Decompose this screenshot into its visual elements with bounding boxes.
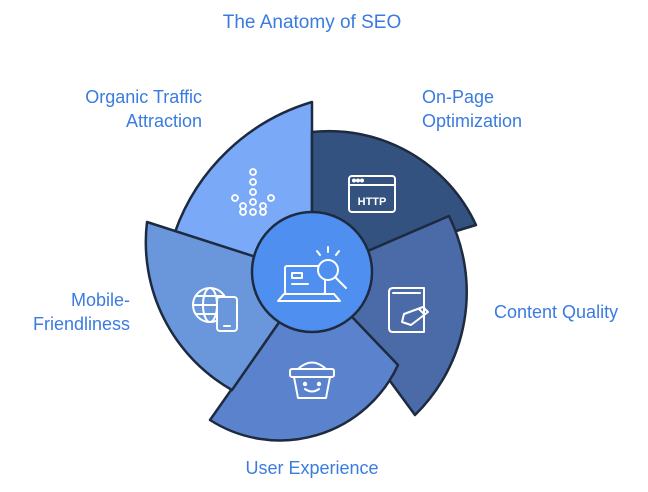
label-onpage-line2: Optimization (422, 111, 523, 131)
laptop-search-icon (277, 246, 347, 302)
browser-http-text: HTTP (358, 196, 387, 208)
diagram-title: The Anatomy of SEO (222, 12, 402, 33)
label-mobile-line1: Mobile- (70, 290, 130, 310)
label-mobile-friendliness: Mobile- Friendliness (30, 288, 130, 336)
globe-phone-icon (192, 287, 238, 332)
smiling-basket-icon (289, 361, 335, 399)
label-organic-traffic: Organic Traffic Attraction (40, 85, 202, 133)
label-onpage-line1: On-Page (422, 87, 495, 107)
label-organic-line2: Attraction (125, 111, 202, 131)
label-on-page: On-Page Optimization (422, 85, 592, 133)
label-user-experience: User Experience (200, 456, 424, 480)
center-hub (250, 210, 374, 334)
browser-window-icon (348, 175, 396, 213)
arrow-down-icon (231, 168, 275, 216)
label-content-quality: Content Quality (494, 300, 644, 324)
label-ux-line1: User Experience (245, 458, 379, 478)
label-mobile-line2: Friendliness (32, 314, 130, 334)
label-organic-line1: Organic Traffic (85, 87, 202, 107)
label-content-line1: Content Quality (494, 302, 619, 322)
book-pencil-icon (388, 287, 429, 333)
